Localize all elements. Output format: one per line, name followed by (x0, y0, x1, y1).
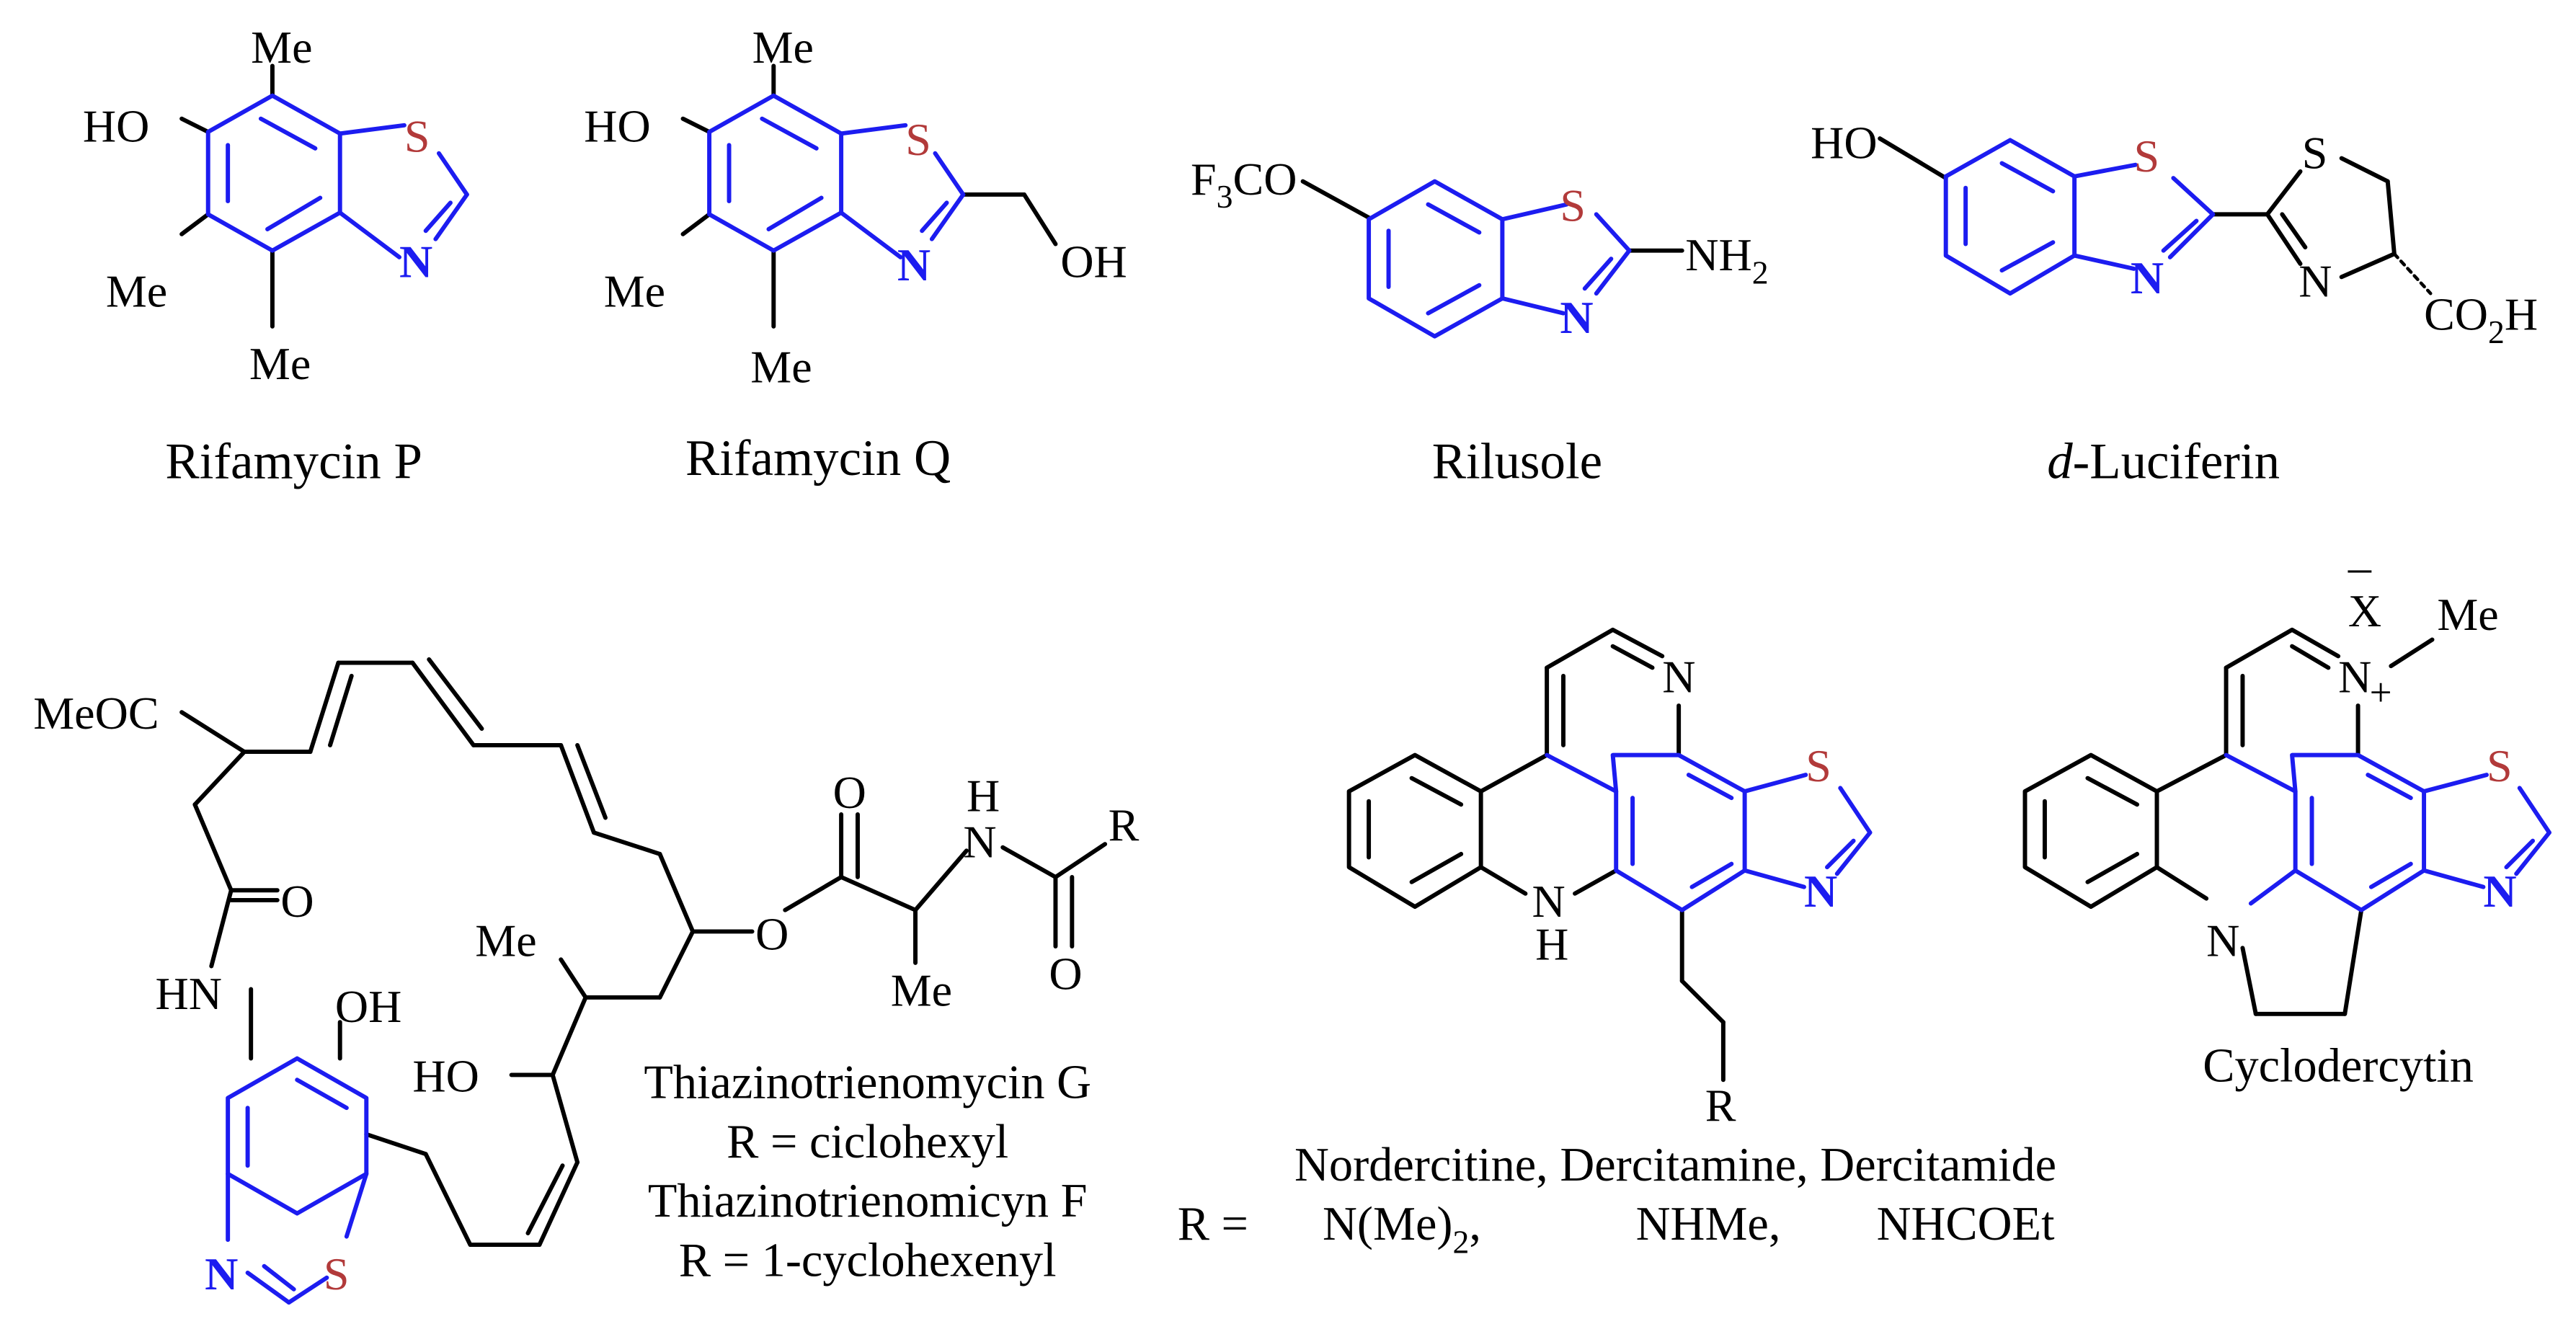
dercitine-nh-h: H (1535, 918, 1568, 969)
cyclodercytin-caption: Cyclodercytin (2203, 1040, 2474, 1093)
dercitine-r-group: R (1705, 1080, 1736, 1131)
thiazino-f-r-caption: R = 1-cyclohexenyl (679, 1235, 1057, 1287)
rifamycin-p-me-left: Me (106, 265, 167, 316)
cyclodercytin-sulfur-label: S (2487, 740, 2513, 791)
thiazino-r-group: R (1109, 800, 1140, 851)
cyclodercytin-nitrogen-label: N (2483, 866, 2516, 917)
rifamycin-p-ho-label: HO (83, 101, 149, 152)
cyclodercytin-n-methyl: Me (2437, 589, 2498, 640)
cyclodercytin-positive-charge: + (2370, 670, 2392, 714)
rifamycin-q-me-top: Me (752, 22, 814, 73)
cyclodercytin-counterion-x: X (2348, 585, 2381, 636)
d-luciferin-carboxyl-label: CO2H (2424, 288, 2538, 350)
rifamycin-q-caption: Rifamycin Q (685, 430, 951, 486)
thiazino-nitrogen-label: N (205, 1248, 238, 1299)
d-luciferin-thiazoline-sulfur: S (2302, 127, 2328, 178)
rifamycin-p-structure: HO Me Me Me S N Rifamycin P (83, 22, 469, 489)
thiazino-alanine-me: Me (891, 964, 952, 1016)
cyclodercytin-amine-n: N (2206, 915, 2239, 966)
thiazino-sulfur-label: S (324, 1248, 350, 1299)
thiazino-f-caption: Thiazinotrienomicyn F (648, 1175, 1088, 1227)
cyclodercytin-structure: N + X – Me S N N Cyclodercytin (2022, 541, 2551, 1093)
thiazino-methyl-ketone-label: MeOC (33, 688, 159, 739)
dercitine-r-equals: R = (1178, 1198, 1248, 1250)
dercitine-structure: N S N N H R Nordercitine, Dercitamine, D… (1178, 627, 2056, 1260)
cyclodercytin-counterion-charge: – (2348, 541, 2372, 592)
thiazino-g-r-caption: R = ciclohexyl (727, 1116, 1008, 1168)
dercitine-r2: NHMe, (1636, 1198, 1781, 1250)
thiazino-phenol-oh: OH (335, 981, 401, 1032)
thiazinotrienomycin-structure: MeOC O HN OH Me HO O O Me H N O R N S Th… (33, 657, 1140, 1305)
rifamycin-p-caption: Rifamycin P (165, 433, 422, 489)
dercitine-sulfur-label: S (1806, 740, 1831, 791)
rifamycin-q-oh-label: OH (1060, 236, 1127, 287)
d-luciferin-caption: d-Luciferin (2047, 433, 2280, 489)
d-luciferin-structure: HO S N S N CO2H d-Luciferin (1811, 117, 2538, 490)
rifamycin-q-me-left: Me (604, 265, 665, 316)
dercitine-nitrogen-label: N (1804, 866, 1837, 917)
rifamycin-p-sulfur-label: S (404, 110, 430, 161)
dercitine-r3: NHCOEt (1877, 1198, 2055, 1250)
rilusole-sulfur-label: S (1560, 180, 1586, 231)
cyclodercytin-pyridinium-n: N (2338, 652, 2371, 703)
thiazino-ester-carbonyl-oxygen: O (833, 767, 866, 818)
rifamycin-q-sulfur-label: S (905, 114, 931, 165)
rilusole-caption: Rilusole (1432, 433, 1602, 489)
rifamycin-q-me-bottom: Me (750, 342, 812, 393)
d-luciferin-benzothiazole-nitrogen: N (2131, 252, 2164, 303)
rifamycin-q-structure: HO Me Me Me S N OH Rifamycin Q (584, 22, 1127, 486)
thiazino-me-label: Me (475, 915, 536, 966)
thiazino-ester-oxygen: O (755, 909, 789, 960)
rilusole-structure: F3CO S N NH2 Rilusole (1191, 154, 1769, 489)
thiazino-amide-n: N (963, 816, 996, 867)
rilusole-ocf3-label: F3CO (1191, 154, 1297, 215)
thiazino-ho-label: HO (412, 1050, 479, 1101)
rilusole-amine-label: NH2 (1685, 229, 1768, 290)
thiazino-lactam-nh-label: HN (156, 968, 222, 1019)
rifamycin-q-ho-label: HO (584, 101, 650, 152)
dercitine-names-caption: Nordercitine, Dercitamine, Dercitamide (1294, 1139, 2056, 1191)
thiazino-g-caption: Thiazinotrienomycin G (644, 1056, 1091, 1108)
rifamycin-q-nitrogen-label: N (897, 239, 931, 290)
thiazino-amide-h: H (967, 770, 1000, 821)
d-luciferin-ho-label: HO (1811, 117, 1877, 169)
thiazino-lactam-oxygen: O (280, 876, 314, 927)
dercitine-nh-n: N (1532, 876, 1565, 927)
dercitine-r1: N(Me)2, (1323, 1198, 1481, 1260)
dercitine-pyridine-n: N (1662, 652, 1695, 703)
rifamycin-p-nitrogen-label: N (399, 236, 432, 287)
rilusole-nitrogen-label: N (1560, 292, 1593, 343)
d-luciferin-benzothiazole-sulfur: S (2133, 130, 2159, 182)
d-luciferin-thiazoline-nitrogen: N (2299, 256, 2332, 307)
thiazino-amide-oxygen: O (1049, 948, 1082, 999)
rifamycin-p-me-bottom: Me (249, 338, 311, 389)
rifamycin-p-me-top: Me (251, 22, 312, 73)
